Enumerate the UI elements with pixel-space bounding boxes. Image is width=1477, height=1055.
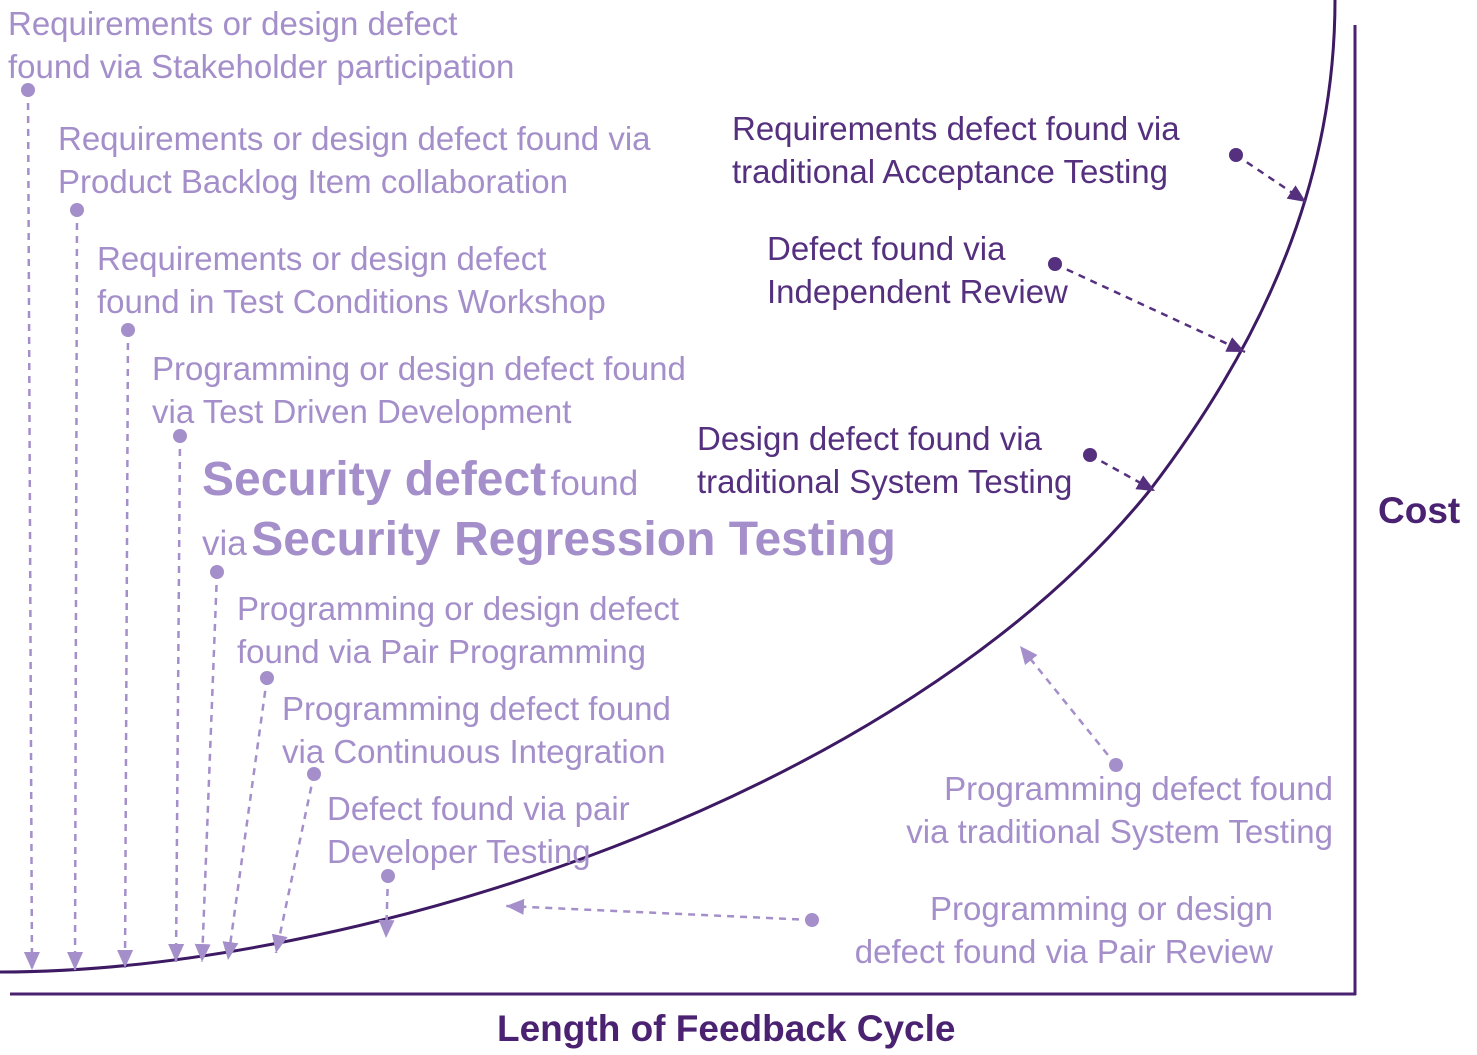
pbi-label-line1: Requirements or design defect found via [58,120,651,157]
pbi-dot [70,203,84,217]
security-label-via: via [202,524,247,563]
tcw-dot [121,323,135,337]
independent-review-dot [1048,257,1062,271]
independent-review-connector-arrow [1054,262,1246,354]
acceptance-label: Requirements defect found via traditiona… [732,107,1180,193]
tcw-label-line2: found in Test Conditions Workshop [97,283,606,320]
pair-dev-testing-connector-arrow [378,875,395,939]
pair-review-dot [805,913,819,927]
stakeholder-label-line2: found via Stakeholder participation [8,48,515,85]
pair-dev-testing-label-line1: Defect found via pair [327,790,630,827]
tdd-dot [173,429,187,443]
security-connector-arrow [194,571,219,963]
trad-system-design-connector-arrow [1089,453,1156,493]
x-axis-title: Length of Feedback Cycle [497,1008,956,1049]
light-connectors [23,89,1117,971]
pair-programming-label-line2: found via Pair Programming [237,633,647,670]
tdd-label-line2: via Test Driven Development [152,393,572,430]
ci-label: Programming defect found via Continuous … [282,687,671,773]
ci-dot [307,767,321,781]
pair-review-connector-arrow [505,898,813,922]
ci-label-line1: Programming defect found [282,690,671,727]
stakeholder-dot [21,83,35,97]
pbi-label: Requirements or design defect found via … [58,117,651,203]
security-label-emphasis1: Security defect [202,453,547,506]
ci-connector-arrow [271,773,316,954]
security-dot [210,565,224,579]
trad-system-design-label-line2: traditional System Testing [697,463,1073,500]
independent-review-label-line2: Independent Review [767,273,1068,310]
y-axis-title: Cost [1378,490,1461,531]
security-label-emphasis2: Security Regression Testing [251,513,896,566]
trad-system-prog-label-line2: via traditional System Testing [906,813,1333,850]
pair-programming-label: Programming or design defect found via P… [237,587,679,673]
tdd-label: Programming or design defect found via T… [152,347,686,433]
ci-label-line2: via Continuous Integration [282,733,666,770]
pair-dev-testing-dot [381,869,395,883]
security-label-found: found [550,464,639,503]
acceptance-connector-arrow [1235,153,1307,204]
stakeholder-label: Requirements or design defect found via … [8,2,514,88]
stakeholder-connector-arrow [23,89,40,971]
pair-review-label-line1: Programming or design [930,890,1273,927]
stakeholder-label-line1: Requirements or design defect [8,5,458,42]
trad-system-design-dot [1083,448,1097,462]
pair-dev-testing-label: Defect found via pair Developer Testing [327,787,630,873]
light-connector-dots [21,83,1123,927]
trad-system-prog-label: Programming defect found via traditional… [906,767,1333,853]
independent-review-label: Defect found via Independent Review [767,227,1068,313]
acceptance-dot [1229,148,1243,162]
security-label: Security defect found via Security Regre… [202,452,896,572]
pair-dev-testing-label-line2: Developer Testing [327,833,591,870]
tcw-connector-arrow [117,329,134,969]
trad-system-prog-label-line1: Programming defect found [944,770,1333,807]
pair-review-label-line2: defect found via Pair Review [854,933,1273,970]
independent-review-label-line1: Defect found via [767,230,1006,267]
trad-system-design-label: Design defect found via traditional Syst… [697,417,1072,503]
tcw-label-line1: Requirements or design defect [97,240,547,277]
pair-review-label: Programming or design defect found via P… [855,887,1273,973]
trad-system-prog-dot [1109,758,1123,772]
tdd-connector-arrow [168,435,185,963]
pbi-label-line2: Product Backlog Item collaboration [58,163,568,200]
acceptance-label-line1: Requirements defect found via [732,110,1180,147]
trad-system-prog-connector-arrow [1019,645,1117,766]
dark-connectors [1054,153,1307,493]
pair-programming-label-line1: Programming or design defect [237,590,680,627]
pbi-connector-arrow [67,209,84,971]
acceptance-label-line2: traditional Acceptance Testing [732,153,1169,190]
trad-system-design-label-line1: Design defect found via [697,420,1042,457]
pair-programming-dot [260,671,274,685]
dark-connector-dots [1048,148,1243,462]
tcw-label: Requirements or design defect found in T… [97,237,606,323]
tdd-label-line1: Programming or design defect found [152,350,686,387]
pair-programming-connector-arrow [222,677,269,961]
